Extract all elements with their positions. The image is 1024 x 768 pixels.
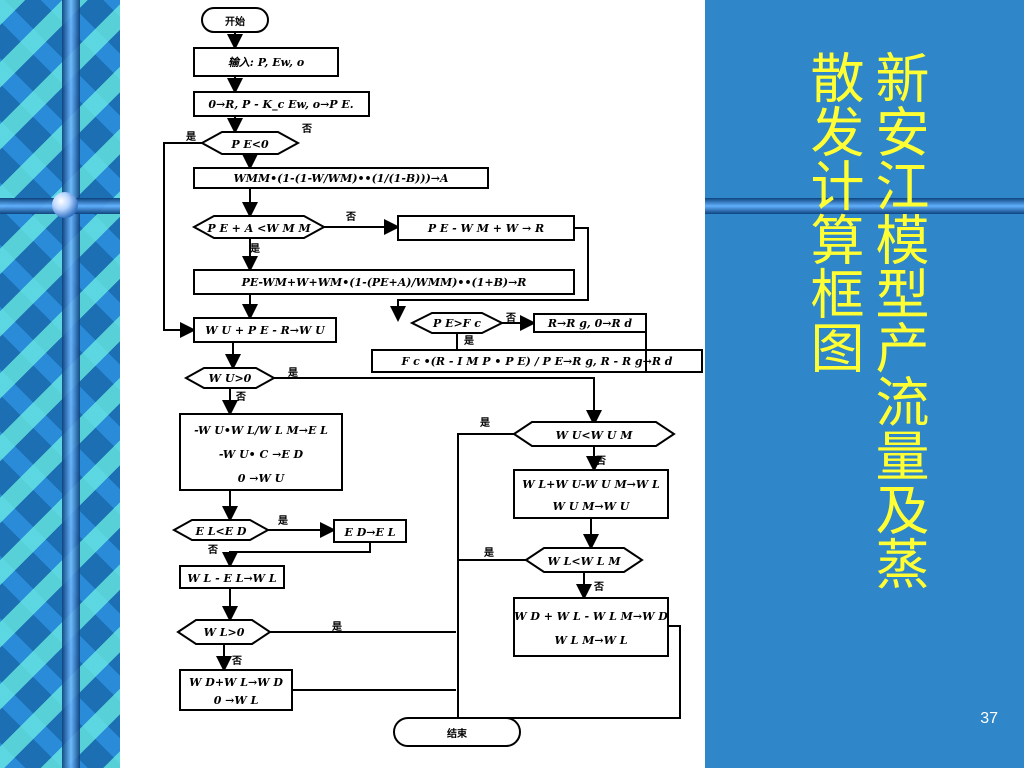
flow-yes-8: 是 <box>483 547 494 559</box>
flow-wl-el-text: W L - E L→W L <box>187 572 276 585</box>
flow-init-text: 0→R, P - K_c Ew, o→P E. <box>208 98 353 112</box>
flow-decision-wu-lt-wum <box>512 421 676 447</box>
flow-wd-wl-line-2: 0 →W L <box>214 694 259 707</box>
flow-el-ed-line-3: 0 →W U <box>238 472 286 485</box>
flow-no-7: 否 <box>595 455 606 467</box>
rail-knob-icon <box>52 192 78 218</box>
flow-decision-el-lt-ed-text: E L<E D <box>195 525 247 538</box>
flow-formula-r-text: PE-WM+W+WM•(1-(PE+A)/WMM)••(1+B)→R <box>241 276 527 289</box>
flow-input-box <box>193 47 339 77</box>
flow-el-ed-line-2: -W U• C →E D <box>219 448 304 461</box>
flow-no-6: 否 <box>231 655 242 667</box>
flow-no-4: 否 <box>235 391 246 403</box>
flow-decision-pe-lt-0-text: P E<0 <box>230 138 269 151</box>
flow-wd-wlm-box <box>513 597 669 657</box>
flow-wd-wl-box <box>179 669 293 711</box>
flow-decision-wu-lt-wum-text: W U<W U M <box>556 429 634 442</box>
left-decorative-rail <box>0 0 120 768</box>
flow-el-ed-line-1: -W U•W L/W L M→E L <box>194 424 328 437</box>
flow-fc-text: F c •(R - I M P • P E) / P E→R g, R - R … <box>400 355 672 368</box>
flow-wl-wu-box <box>513 469 669 519</box>
flow-start-label: 开始 <box>225 15 245 28</box>
rail-vertical-tube <box>62 0 80 768</box>
flow-yes-4: 是 <box>287 367 298 379</box>
flow-wu-update-text: W U + P E - R→W U <box>205 324 326 337</box>
flow-decision-wl-lt-wlm-text: W L<W L M <box>547 555 621 568</box>
rail-zigzag-pattern <box>0 0 120 768</box>
flow-end-label: 结束 <box>447 727 468 740</box>
flow-wl-wu-line-1: W L+W U-W U M→W L <box>522 478 660 491</box>
flow-decision-pe-gt-fc-text: P E>F c <box>432 317 481 330</box>
flow-decision-wl-lt-wlm <box>524 547 644 573</box>
flow-end-terminal <box>393 717 521 747</box>
flow-wl-el-box <box>179 565 285 589</box>
title-column-2: 散发计算框图 <box>801 50 864 374</box>
flow-rg-rd-text: R→R g, 0→R d <box>547 317 633 330</box>
flow-yes-5: 是 <box>277 515 288 527</box>
flowchart-diagram: 开始 输入: P, Ew, o 0→R, P - K_c Ew, o→P E. … <box>163 7 703 747</box>
flow-wd-wlm-line-1: W D + W L - W L M→W D <box>514 610 668 623</box>
flow-decision-pe-lt-0 <box>199 131 301 155</box>
flow-init-box <box>193 91 370 117</box>
flow-decision-wl-gt-0-text: W L>0 <box>204 626 245 639</box>
flow-wd-wlm-line-2: W L M→W L <box>554 634 627 647</box>
flow-decision-wu-gt-0-text: W U>0 <box>209 372 252 385</box>
flow-el-ed-box <box>179 413 343 491</box>
flow-wd-wl-line-1: W D+W L→W D <box>189 676 283 689</box>
flow-yes-1: 是 <box>185 131 196 143</box>
flow-decision-pe-a-lt-wmm-text: P E + A <W M M <box>206 222 311 235</box>
flow-no-2: 否 <box>345 211 356 223</box>
flow-yes-2: 是 <box>249 243 260 255</box>
flow-wmm-box <box>193 167 489 189</box>
flow-no-1: 否 <box>301 123 312 135</box>
flow-wmm-text: WMM•(1-(1-W/WM)••(1/(1-B)))→A <box>233 172 449 185</box>
flow-no-3: 否 <box>505 312 516 324</box>
flow-formula-r-box <box>193 269 575 295</box>
flow-direct-r-text: P E - W M + W → R <box>427 222 544 235</box>
flow-no-8: 否 <box>593 581 604 593</box>
flow-wu-update-box <box>193 317 337 343</box>
flow-wl-wu-line-2: W U M→W U <box>553 500 631 513</box>
flow-fc-box <box>371 349 703 373</box>
flow-yes-7: 是 <box>479 417 490 429</box>
page-number: 37 <box>980 710 998 727</box>
flowchart-panel: 开始 输入: P, Ew, o 0→R, P - K_c Ew, o→P E. … <box>120 0 705 768</box>
flow-no-5: 否 <box>207 544 218 556</box>
title-column-1: 新安江模型产流量及蒸 <box>866 50 929 590</box>
flow-yes-6: 是 <box>331 621 342 633</box>
flow-yes-3: 是 <box>463 335 474 347</box>
flow-ed-el-text: E D→E L <box>344 526 396 539</box>
flow-input-text: 输入: P, Ew, o <box>228 56 304 69</box>
